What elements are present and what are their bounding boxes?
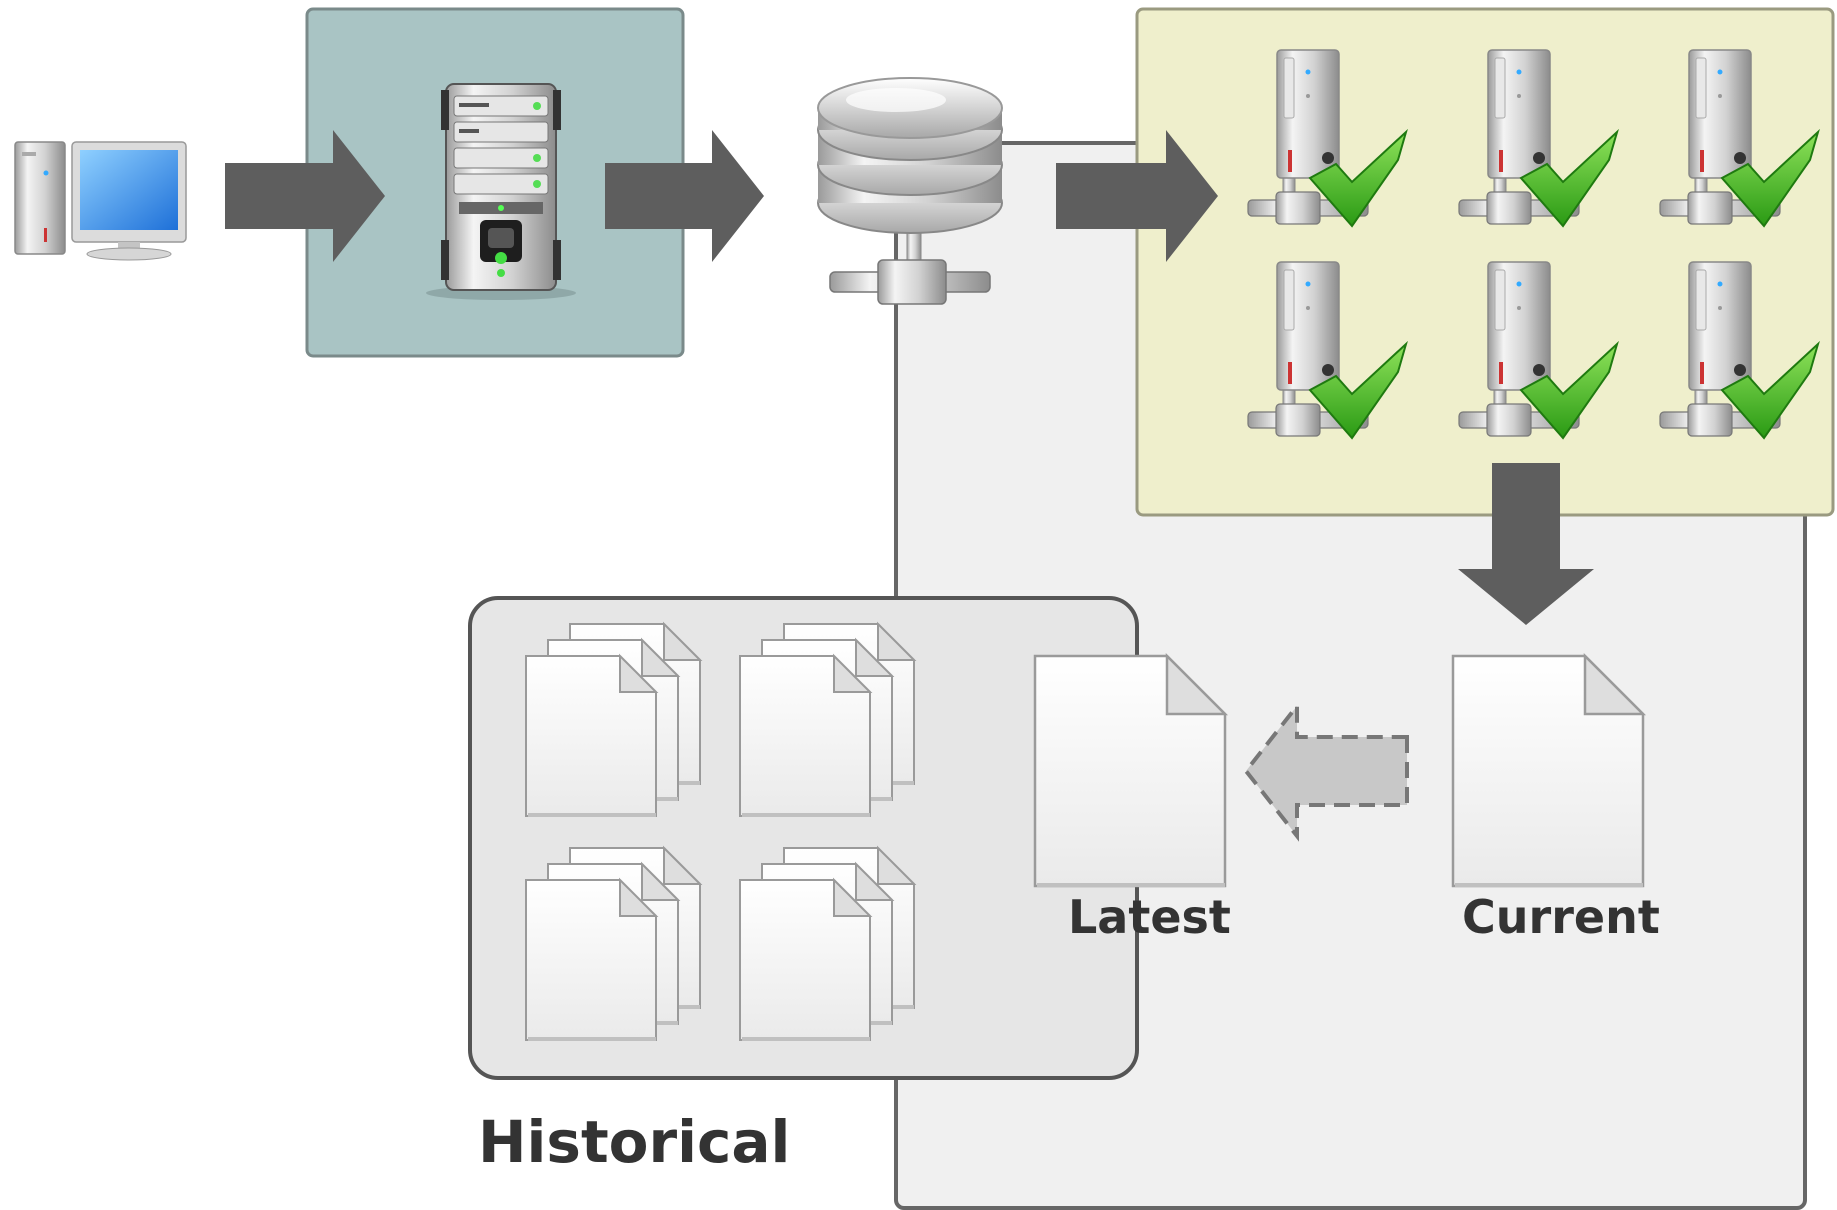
historical-document-stacks — [525, 621, 917, 1041]
checkmark-icon — [1720, 340, 1820, 440]
networked-tower-with-checkmark-icon — [1659, 261, 1820, 440]
document-stack-icon — [525, 845, 703, 1041]
checkmark-icon — [1519, 340, 1619, 440]
networked-tower-with-checkmark-icon — [1247, 49, 1408, 228]
document-stack-icon — [739, 621, 917, 817]
arrow-server-to-database — [605, 130, 764, 262]
latest-label: Latest — [1068, 890, 1231, 944]
dashed-arrow-current-to-latest — [1243, 700, 1409, 842]
checkmark-icon — [1519, 128, 1619, 228]
network-database-icon — [817, 77, 1003, 305]
document-stack-icon — [525, 621, 703, 817]
checkmark-icon — [1720, 128, 1820, 228]
networked-tower-with-checkmark-icon — [1659, 49, 1820, 228]
desktop-computer-icon — [14, 141, 187, 261]
arrow-client-to-server — [225, 130, 385, 262]
arrow-cluster-to-current — [1458, 463, 1594, 625]
checkmark-icon — [1308, 340, 1408, 440]
latest-document-icon — [1033, 652, 1229, 888]
networked-tower-with-checkmark-icon — [1247, 261, 1408, 440]
checkmark-icon — [1308, 128, 1408, 228]
networked-tower-with-checkmark-icon — [1458, 49, 1619, 228]
current-label: Current — [1462, 890, 1660, 944]
cluster-node-grid — [1247, 49, 1820, 440]
networked-tower-with-checkmark-icon — [1458, 261, 1619, 440]
arrow-database-to-cluster — [1056, 130, 1218, 262]
historical-label: Historical — [478, 1108, 791, 1176]
server-rack-icon — [426, 83, 576, 300]
current-document-icon — [1451, 652, 1647, 888]
document-stack-icon — [739, 845, 917, 1041]
